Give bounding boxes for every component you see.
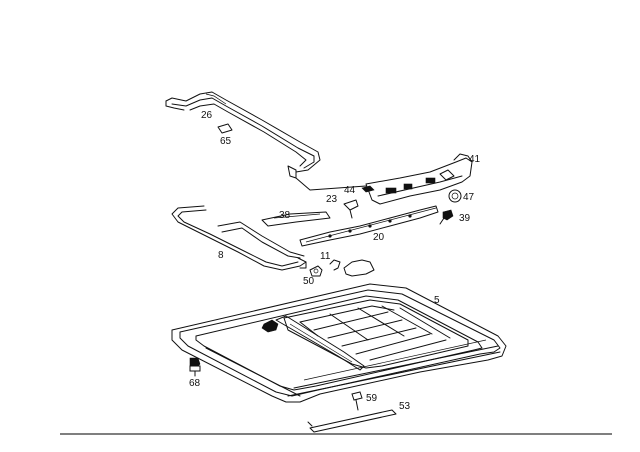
part-20-guide-strip <box>299 205 439 247</box>
label-50: 50 <box>303 276 315 287</box>
label-23: 23 <box>326 194 338 205</box>
label-11: 11 <box>320 251 331 262</box>
label-44: 44 <box>344 185 356 196</box>
glass-hatching <box>299 305 451 361</box>
part-8-seal-frame <box>171 205 307 271</box>
part-59-screw <box>351 391 363 411</box>
label-65: 65 <box>220 136 232 147</box>
part-44-block <box>361 185 375 193</box>
part-68-bolt <box>189 357 201 377</box>
part-11-spring-clip <box>329 259 375 277</box>
label-5: 5 <box>434 295 440 306</box>
label-39: 39 <box>459 213 471 224</box>
label-26: 26 <box>201 110 213 121</box>
label-38: 38 <box>279 210 291 221</box>
part-41-drive-housing <box>295 153 473 205</box>
part-47-grommet <box>448 189 462 203</box>
part-39-fastener <box>439 209 454 225</box>
label-47: 47 <box>463 192 475 203</box>
label-20: 20 <box>373 232 385 243</box>
part-26-guide-rail <box>165 91 321 179</box>
part-53-strip <box>307 409 397 433</box>
part-50-nut <box>309 265 323 277</box>
label-41: 41 <box>469 154 481 165</box>
label-59: 59 <box>366 393 378 404</box>
label-8: 8 <box>218 250 224 261</box>
part-number-labels: 26 65 41 44 47 23 38 39 20 8 11 50 5 68 … <box>189 110 481 412</box>
part-5-sunroof-frame <box>171 283 507 403</box>
part-23-screw <box>343 199 359 219</box>
label-68: 68 <box>189 378 201 389</box>
label-53: 53 <box>399 401 411 412</box>
part-65-clip <box>217 123 233 134</box>
part-38-bracket <box>261 211 331 227</box>
